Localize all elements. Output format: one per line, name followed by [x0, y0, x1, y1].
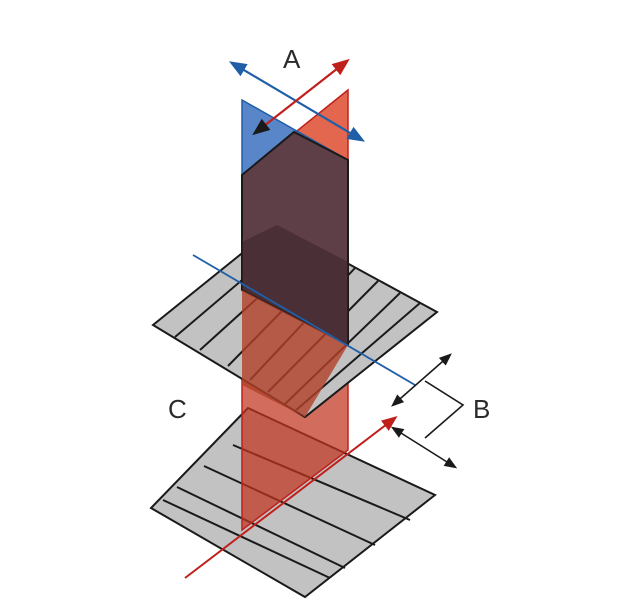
lower-b-arrow [390, 426, 458, 469]
upper-b-arrow [391, 353, 452, 407]
red-plane-on-grid [242, 290, 348, 417]
b-bracket [424, 380, 465, 439]
lower-grating-plate [149, 406, 437, 599]
label-b-pointer [390, 353, 465, 469]
blue-axis-line [192, 254, 416, 386]
label-a: A [283, 44, 301, 74]
red-axis-line [184, 416, 398, 579]
red-double-arrow [252, 58, 350, 136]
label-c: C [168, 394, 187, 424]
label-b: B [473, 394, 490, 424]
overlap-shadow-on-grid [242, 225, 348, 345]
